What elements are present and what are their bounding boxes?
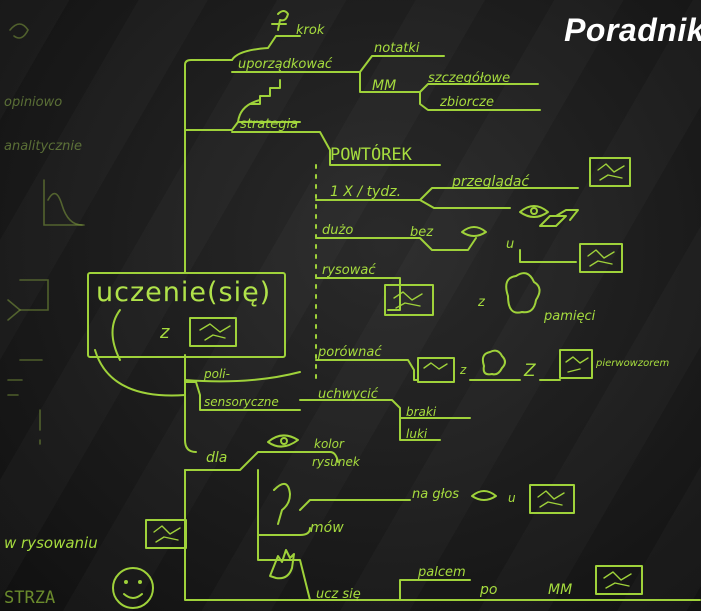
label-uchwycic: uchwycić [318, 387, 379, 402]
label-z2: z [459, 363, 467, 377]
label-po: po [479, 582, 497, 598]
label-zbiorcze: zbiorcze [439, 95, 494, 110]
label-ucz-sie: ucz się [316, 587, 361, 602]
eye-icon-4 [471, 490, 497, 501]
label-mm2: MM [548, 582, 572, 598]
left-label-analitycznie: analitycznie [4, 139, 82, 154]
label-u: u [506, 237, 514, 252]
left-edge-labels: opiniowo analitycznie w rysowaniu STRZA [4, 95, 98, 608]
left-label-strza: STRZA [4, 588, 55, 608]
book-icon [539, 209, 579, 227]
ear-icon [273, 483, 291, 525]
label-porownac: porównać [317, 345, 382, 360]
label-mow: mów [310, 520, 344, 536]
mindmap-icon-rysowac [384, 284, 434, 316]
brain-icon [505, 272, 541, 314]
label-rysowac: rysować [322, 263, 376, 278]
label-tydz: 1 X / tydz. [330, 184, 401, 200]
label-notatki: notatki [374, 41, 420, 56]
label-luki: luki [406, 427, 428, 441]
label-przegladac: przeglądać [451, 174, 530, 190]
eye-icon [519, 205, 549, 218]
label-dla: dla [206, 450, 227, 466]
eye-icon-2 [461, 226, 487, 237]
label-na-glos: na głos [412, 487, 459, 502]
labels: krok uporządkować notatki MM szczegółowe… [203, 23, 669, 602]
label-strategia: strategia [240, 117, 298, 132]
mind-map-branches [94, 35, 701, 601]
hand-icon [269, 549, 295, 580]
mindmap-icon-porownac-1 [417, 357, 455, 383]
mindmap-icon-na-glos [529, 484, 575, 514]
mindmap-icon-center [189, 317, 237, 347]
label-poli: poli- [203, 367, 230, 381]
center-label-z: z [159, 322, 170, 343]
mindmap-icon-przegladac [589, 157, 631, 187]
label-mm: MM [372, 78, 396, 94]
person-icon [271, 10, 289, 31]
central-topic-label: uczenie(się) [96, 277, 272, 308]
label-u2: u [508, 491, 516, 505]
steps-icon [249, 79, 281, 105]
smiley-icon [112, 567, 154, 609]
label-braki: braki [406, 405, 437, 419]
label-z-pamieci-z: z [477, 295, 486, 310]
label-krok: krok [296, 23, 325, 38]
label-rysunek: rysunek [312, 455, 361, 469]
label-powtorek: POWTÓREK [330, 143, 413, 165]
left-label-opiniowo: opiniowo [4, 95, 62, 110]
label-bez: bez [410, 225, 434, 240]
left-edge-remnants [7, 23, 85, 445]
mindmap-icon-boxes [145, 157, 643, 595]
left-label-rysowaniu: w rysowaniu [4, 534, 98, 552]
label-duzo: dużo [322, 223, 353, 238]
eye-icon-3 [267, 434, 299, 448]
page-title: Poradnik [564, 12, 701, 48]
mindmap-icon-palcem [595, 565, 643, 595]
label-uporzadkowac: uporządkować [238, 57, 333, 72]
label-pamieci: pamięci [543, 309, 596, 324]
doodles [112, 10, 579, 609]
label-z3: Z [523, 361, 536, 381]
central-topic-box [87, 272, 286, 358]
mindmap-icon-rysowaniu [145, 519, 187, 549]
mindmap-icon-bez [579, 243, 623, 273]
mindmap-icon-porownac-2 [559, 349, 593, 379]
label-sensoryczne: sensoryczne [204, 395, 279, 409]
label-palcem: palcem [417, 565, 466, 580]
label-pierwowzor: pierwowzorem [595, 358, 669, 369]
brain-icon-2 [481, 349, 506, 376]
label-szczegolowe: szczegółowe [428, 71, 510, 86]
label-kolor: kolor [314, 437, 345, 451]
